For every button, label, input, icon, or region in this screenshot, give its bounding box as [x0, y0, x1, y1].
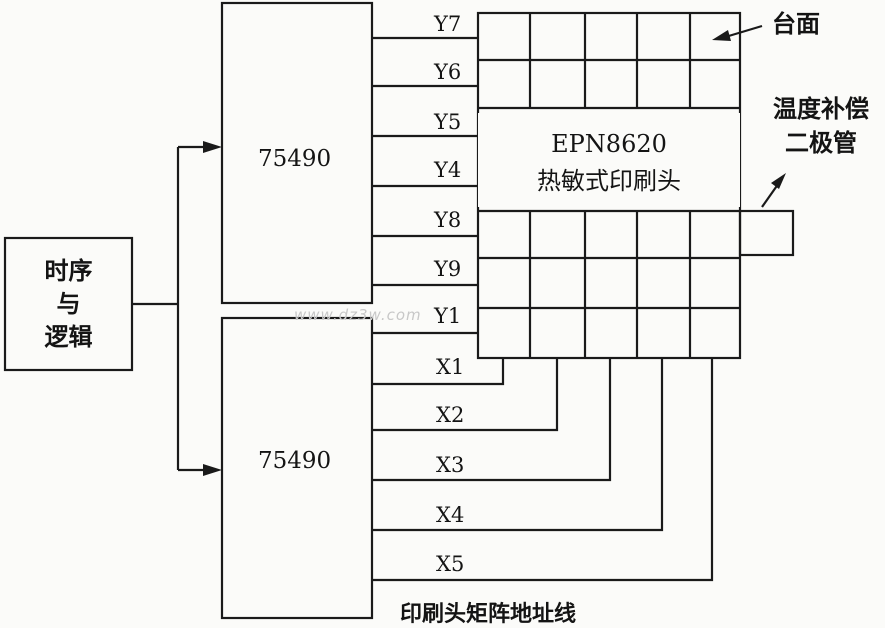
y-label: Y8 [434, 208, 462, 232]
x-address-lines [372, 358, 714, 582]
platen-pointer-arrow [712, 30, 731, 41]
temp-diode-box [738, 209, 795, 257]
x-label: X4 [436, 503, 465, 527]
x-label: X2 [436, 403, 465, 427]
driver-bottom-label: 75490 [258, 448, 332, 474]
watermark: www.dz3w.com [294, 306, 422, 324]
y-address-lines [372, 36, 478, 335]
timing-logic-label: 时序 与 逻辑 [44, 257, 93, 351]
print-head-label-area [478, 113, 740, 207]
arrow-to-driver-bottom [203, 464, 222, 476]
platen-label: 台面 [772, 10, 820, 38]
y-label: Y9 [434, 257, 462, 281]
control-bus [132, 141, 222, 476]
y-label: Y1 [434, 304, 462, 328]
driver-bottom-box [220, 316, 374, 620]
driver-top-label: 75490 [258, 146, 332, 172]
arrow-to-driver-top [203, 141, 222, 153]
temp-diode-label: 温度补偿 二极管 [773, 95, 869, 157]
y-label: Y4 [434, 158, 462, 182]
x-label: X3 [436, 453, 465, 477]
x-label: X5 [436, 552, 465, 576]
address-lines-caption: 印刷头矩阵地址线 [400, 602, 577, 627]
driver-top-box [220, 1, 374, 305]
y-label: Y5 [434, 110, 462, 134]
x-label: X1 [436, 355, 465, 379]
y-label: Y6 [434, 60, 462, 84]
print-head-label: EPN8620 热敏式印刷头 [537, 130, 681, 195]
diode-pointer-arrow [771, 173, 786, 189]
y-label: Y7 [434, 12, 462, 36]
